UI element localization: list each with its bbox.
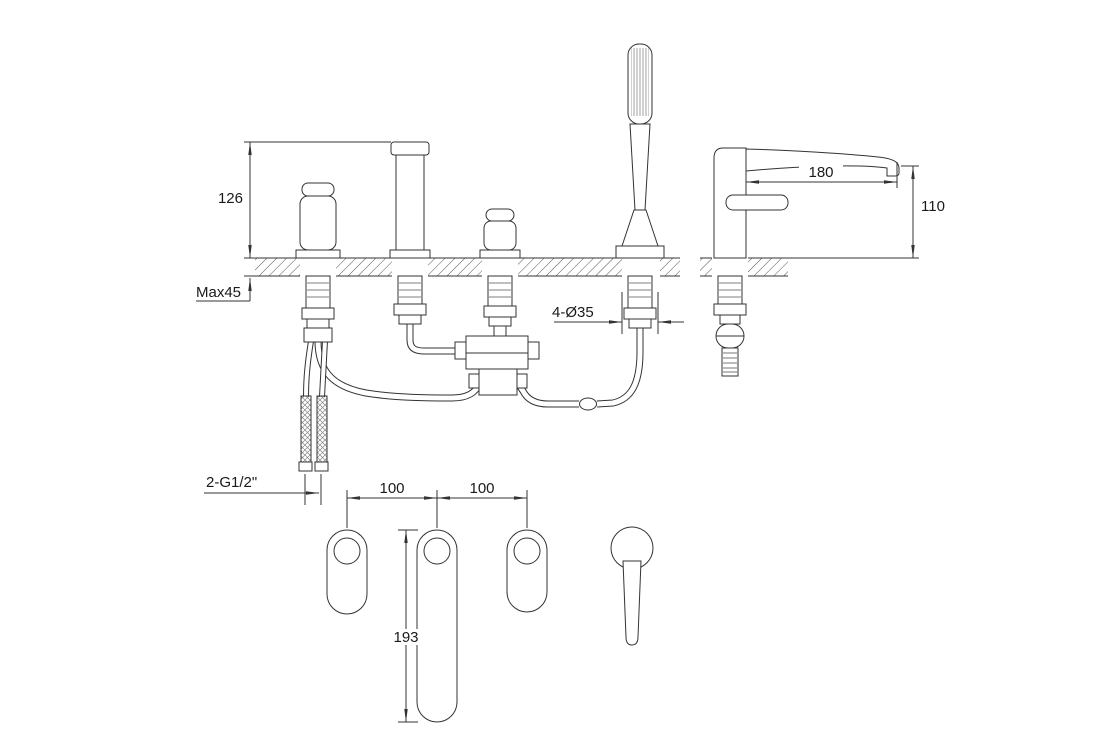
mixer-body — [454, 325, 540, 396]
pipework-front — [314, 323, 644, 411]
supply-hoses — [298, 340, 329, 472]
dim-handle-length: 193 — [388, 529, 424, 723]
deck-hole-1 — [300, 257, 336, 277]
dim-label-max45: Max45 — [196, 284, 241, 301]
handshower-front — [615, 43, 665, 329]
deck-hole-2 — [392, 257, 428, 277]
side-view: 180 110 — [700, 147, 945, 377]
dim-deck-thickness: Max45 — [196, 278, 252, 302]
deck-hole-4 — [622, 257, 660, 277]
handle-right-plan — [506, 529, 548, 613]
dim-hole-diameter: 4-Ø35 — [552, 292, 684, 334]
hose-union-fitting — [579, 397, 597, 411]
plan-view: 100 100 193 — [326, 480, 654, 723]
front-view: 126 Max45 4-Ø35 2-G1/2" — [196, 43, 684, 505]
dim-label-100-left: 100 — [379, 480, 404, 497]
deck-hole-side — [712, 257, 748, 277]
handle-left-front — [295, 182, 341, 343]
spout-front — [389, 141, 431, 325]
dim-spout-reach: 180 — [746, 162, 898, 188]
hose-end-fitting-right — [314, 461, 329, 472]
spout-plan — [416, 529, 458, 723]
hose-end-fitting-left — [298, 461, 313, 472]
handle-right-front — [479, 208, 521, 327]
deck-hole-3 — [482, 257, 518, 277]
braided-hose-right — [316, 395, 328, 463]
dim-inlet-thread: 2-G1/2" — [204, 474, 322, 505]
dim-front-height: 126 — [218, 141, 391, 258]
dim-spout-height: 110 — [901, 165, 945, 258]
handshower-plan — [610, 526, 654, 646]
dim-label-193: 193 — [393, 629, 418, 646]
dim-label-110: 110 — [921, 198, 945, 215]
dim-label-126: 126 — [218, 190, 243, 207]
braided-hose-left — [300, 395, 312, 463]
handle-left-plan — [326, 529, 368, 615]
valve-side — [713, 275, 747, 377]
dim-label-4d35: 4-Ø35 — [552, 304, 594, 321]
dim-label-2g12: 2-G1/2" — [206, 474, 257, 491]
dim-label-100-right: 100 — [469, 480, 494, 497]
dim-hole-pitch: 100 100 — [346, 480, 528, 528]
dim-label-180: 180 — [808, 164, 833, 181]
